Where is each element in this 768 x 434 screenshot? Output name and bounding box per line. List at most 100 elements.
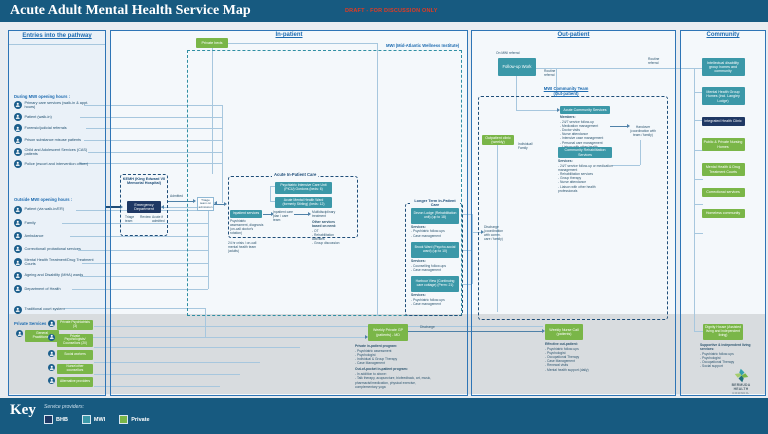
connector-line — [472, 232, 482, 233]
connector-line — [270, 201, 275, 202]
connector-line — [270, 186, 275, 187]
arrowhead — [308, 212, 311, 216]
entries-header-rule — [9, 44, 105, 45]
key-subtitle: Service providers: — [44, 404, 85, 410]
acute-community-item: Medication management — [560, 124, 610, 128]
entry-item-label: Child and Adolescent Services (CAS) pati… — [24, 147, 88, 157]
dignity-house-box: Dignity House (Assisted living and indep… — [703, 324, 743, 340]
private-inpatient-label: Private in-patient program: — [355, 344, 398, 348]
entries-column-border — [8, 30, 106, 396]
private-provider-box: Social workers — [57, 350, 93, 361]
community-rehab-item: Group therapy — [558, 176, 614, 180]
connector-line — [212, 48, 213, 174]
person-icon — [14, 159, 22, 168]
person-icon — [14, 271, 22, 280]
connector-line — [94, 326, 543, 327]
connector-line — [94, 347, 300, 348]
dignity-item: Social support — [700, 364, 752, 368]
entry-item-label: Forensic/judicial referrals — [24, 126, 67, 131]
weekly-nurse-items: Psychiatric follow-upsPsychologistOccupa… — [545, 347, 595, 372]
connector-line — [263, 214, 272, 215]
other-services-list: Other services based on need: OTRehabili… — [312, 220, 344, 245]
entry-item: Police (escort and intervention officer) — [14, 158, 96, 170]
connector-line — [72, 289, 208, 290]
picu-box: Psychiatric Intensive Care Unit (PICU) G… — [275, 182, 332, 194]
connector-line — [94, 362, 260, 363]
weekly-nurse-item: Renewal visits — [545, 363, 595, 367]
acute-community-item: 24/7 service follow-up — [560, 120, 610, 124]
unit-service-item: Case management — [411, 268, 459, 272]
entry-item-label: Primary care services (walk-in & appt. h… — [24, 100, 89, 109]
person-icon — [14, 231, 22, 240]
entry-item: Correctional/ probational services — [14, 243, 96, 256]
outpatient-clinic-box: Outpatient clinic (weekly) — [482, 135, 514, 145]
person-icon — [16, 330, 23, 337]
community-box: Homeless community — [701, 208, 745, 219]
connector-line — [168, 201, 194, 202]
community-boxes: Intellectual disability group homes and … — [680, 58, 766, 230]
outside-hours-label: Outside MWI opening hours : — [14, 197, 73, 202]
entry-item-label: Police (escort and intervention officer) — [24, 161, 89, 166]
review-note: Review — [140, 215, 151, 219]
person-icon — [48, 350, 55, 358]
dignity-item: Psychiatric follow-ups — [700, 352, 752, 356]
connector-line — [612, 165, 640, 166]
acute-if-admitted-note: Acute if admitted — [152, 215, 165, 223]
connector-line — [214, 204, 225, 205]
unit-box: Harbour View (Continuing care cottage) (… — [411, 276, 459, 293]
arrowhead — [214, 201, 217, 205]
person-icon — [14, 205, 22, 214]
legend-color-chip — [119, 415, 129, 424]
during-hours-label: During MWI opening hours : — [14, 94, 71, 99]
acute-community-item: Nurse attendance — [560, 132, 610, 136]
key-legend-item: BHB — [44, 415, 68, 424]
private-inpatient-item: Psychiatric assessment — [355, 349, 433, 353]
entry-item-label: Patient (walk-in) — [24, 114, 52, 119]
weekly-nurse-details: Effective out-patient: Psychiatric follo… — [545, 342, 595, 372]
weekly-nurse-item: Psychologist — [545, 351, 595, 355]
community-rehab-services-box: Community Rehabilitation Services — [558, 147, 612, 158]
entry-item-label: Department of Health — [24, 286, 61, 291]
entry-item-label: Family — [24, 220, 36, 225]
mwi-inpatient-group-box — [187, 50, 462, 316]
entry-item-label: Correctional/ probational services — [24, 247, 81, 252]
weekly-private-gp-box: Weekly Private GP (patients) - MD — [368, 324, 408, 341]
arrowhead — [224, 202, 227, 206]
arrowhead — [481, 230, 484, 234]
entries-column-title: Entries into the pathway — [22, 33, 92, 39]
private-inpatient-item: Case Management — [355, 361, 433, 365]
logo-text-line1: BERMUDA HEALTH — [731, 383, 751, 391]
other-services-items: OTRehabilitation activitiesGroup discuss… — [312, 229, 344, 245]
mwi-referral-note: On MWI referral — [496, 51, 520, 55]
person-icon — [14, 100, 22, 109]
connector-line — [694, 120, 703, 121]
legend-label: Private — [131, 416, 150, 423]
entry-item: Ambulance — [14, 229, 96, 242]
entry-item: Forensic/judicial referrals — [14, 123, 96, 135]
bermuda-health-council-logo: BERMUDA HEALTH COUNCIL — [728, 368, 754, 395]
key-title: Key — [10, 402, 36, 418]
connector-line — [84, 140, 222, 141]
connector-line — [516, 110, 558, 111]
acute-ward-box: Acute Mental Health Ward (formerly Stirl… — [275, 197, 332, 208]
private-provider-box: Nurse/other counsellors — [57, 363, 93, 374]
dignity-details: Supportive & independent living services… — [700, 343, 752, 368]
pinwheel-logo-icon — [734, 368, 748, 383]
acute-community-item: Intensive case management — [560, 136, 610, 140]
connector-line — [694, 204, 703, 205]
mwi-group-label: MWI (Mid-Atlantic Wellness Institute) — [386, 43, 460, 48]
arrowhead — [271, 212, 274, 216]
acute-community-item: Personal care management — [560, 141, 610, 145]
connector-line — [694, 92, 703, 93]
longer-term-unit: Brook Ward (Psycho-social ward) (up to 1… — [411, 242, 459, 272]
triage-team-note: Triage team — [125, 215, 135, 223]
person-icon — [48, 363, 55, 371]
connector-line — [62, 337, 366, 338]
unit-service-item: Counselling follow-ups — [411, 264, 459, 268]
person-icon — [14, 148, 22, 157]
draft-watermark: DRAFT - FOR DISCUSSION ONLY — [345, 8, 438, 14]
private-provider-row: Nurse/other counsellors — [48, 363, 96, 374]
community-rehab-item: Nurse attendance — [558, 180, 614, 184]
connector-line — [536, 68, 694, 69]
